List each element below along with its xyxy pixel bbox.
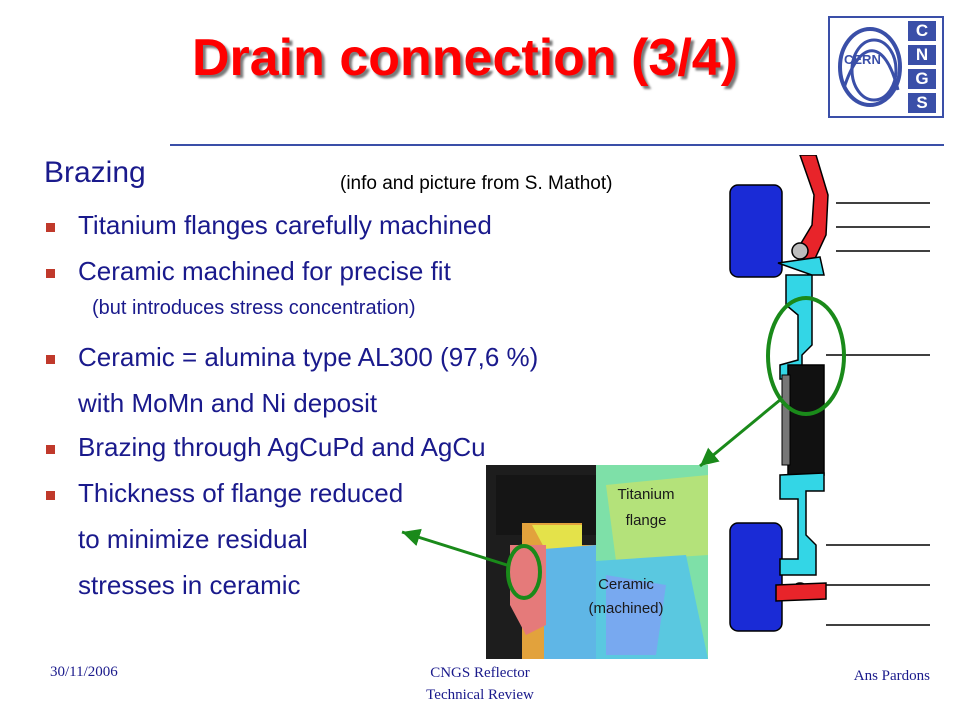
bullet-text: Ceramic = alumina type AL300 (97,6 %): [78, 342, 539, 372]
logo-letter-n: N: [908, 45, 936, 65]
bullet-text: Thickness of flange reduced: [78, 478, 404, 508]
bullet-marker: [46, 445, 55, 454]
bullet-marker: [46, 269, 55, 278]
slide-title: Drain connection (3/4): [191, 29, 739, 87]
bullet-marker: [46, 223, 55, 232]
footer-date: 30/11/2006: [50, 664, 118, 680]
photo-label-machined: (machined): [588, 600, 664, 617]
bullet-continuation: stresses in ceramic: [78, 570, 301, 600]
title-divider: [170, 144, 944, 146]
bullet-marker: [46, 491, 55, 500]
logo-letter-s: S: [908, 93, 936, 113]
flange-cross-section-diagram: [716, 155, 930, 663]
bullet-text: Ceramic machined for precise fit: [78, 256, 451, 286]
logo-ring-text: CERN: [844, 52, 881, 67]
cern-cngs-logo: CERN C N G S: [828, 16, 944, 118]
footer-center: CNGS Reflector Technical Review: [380, 662, 580, 706]
logo-letter-c: C: [908, 21, 936, 41]
bullet-subnote: (but introduces stress concentration): [92, 297, 416, 319]
photo-label-flange: flange: [625, 512, 667, 529]
photo-label-ceramic: Ceramic: [598, 576, 654, 593]
footer-author: Ans Pardons: [853, 668, 930, 684]
bullet-text: Titanium flanges carefully machined: [78, 210, 492, 240]
photo-label-titanium: Titanium: [617, 486, 675, 503]
credit-note: (info and picture from S. Mathot): [340, 173, 613, 194]
bullet-text: Brazing through AgCuPd and AgCu: [78, 432, 486, 462]
footer-center-line2: Technical Review: [426, 687, 534, 703]
brazed-joint-photo: [486, 465, 708, 659]
bullet-marker: [46, 355, 55, 364]
section-heading: Brazing: [44, 156, 146, 189]
logo-letter-g: G: [908, 69, 936, 89]
bullet-continuation: with MoMn and Ni deposit: [78, 388, 378, 418]
bullet-continuation: to minimize residual: [78, 524, 308, 554]
footer-center-line1: CNGS Reflector: [430, 665, 530, 681]
